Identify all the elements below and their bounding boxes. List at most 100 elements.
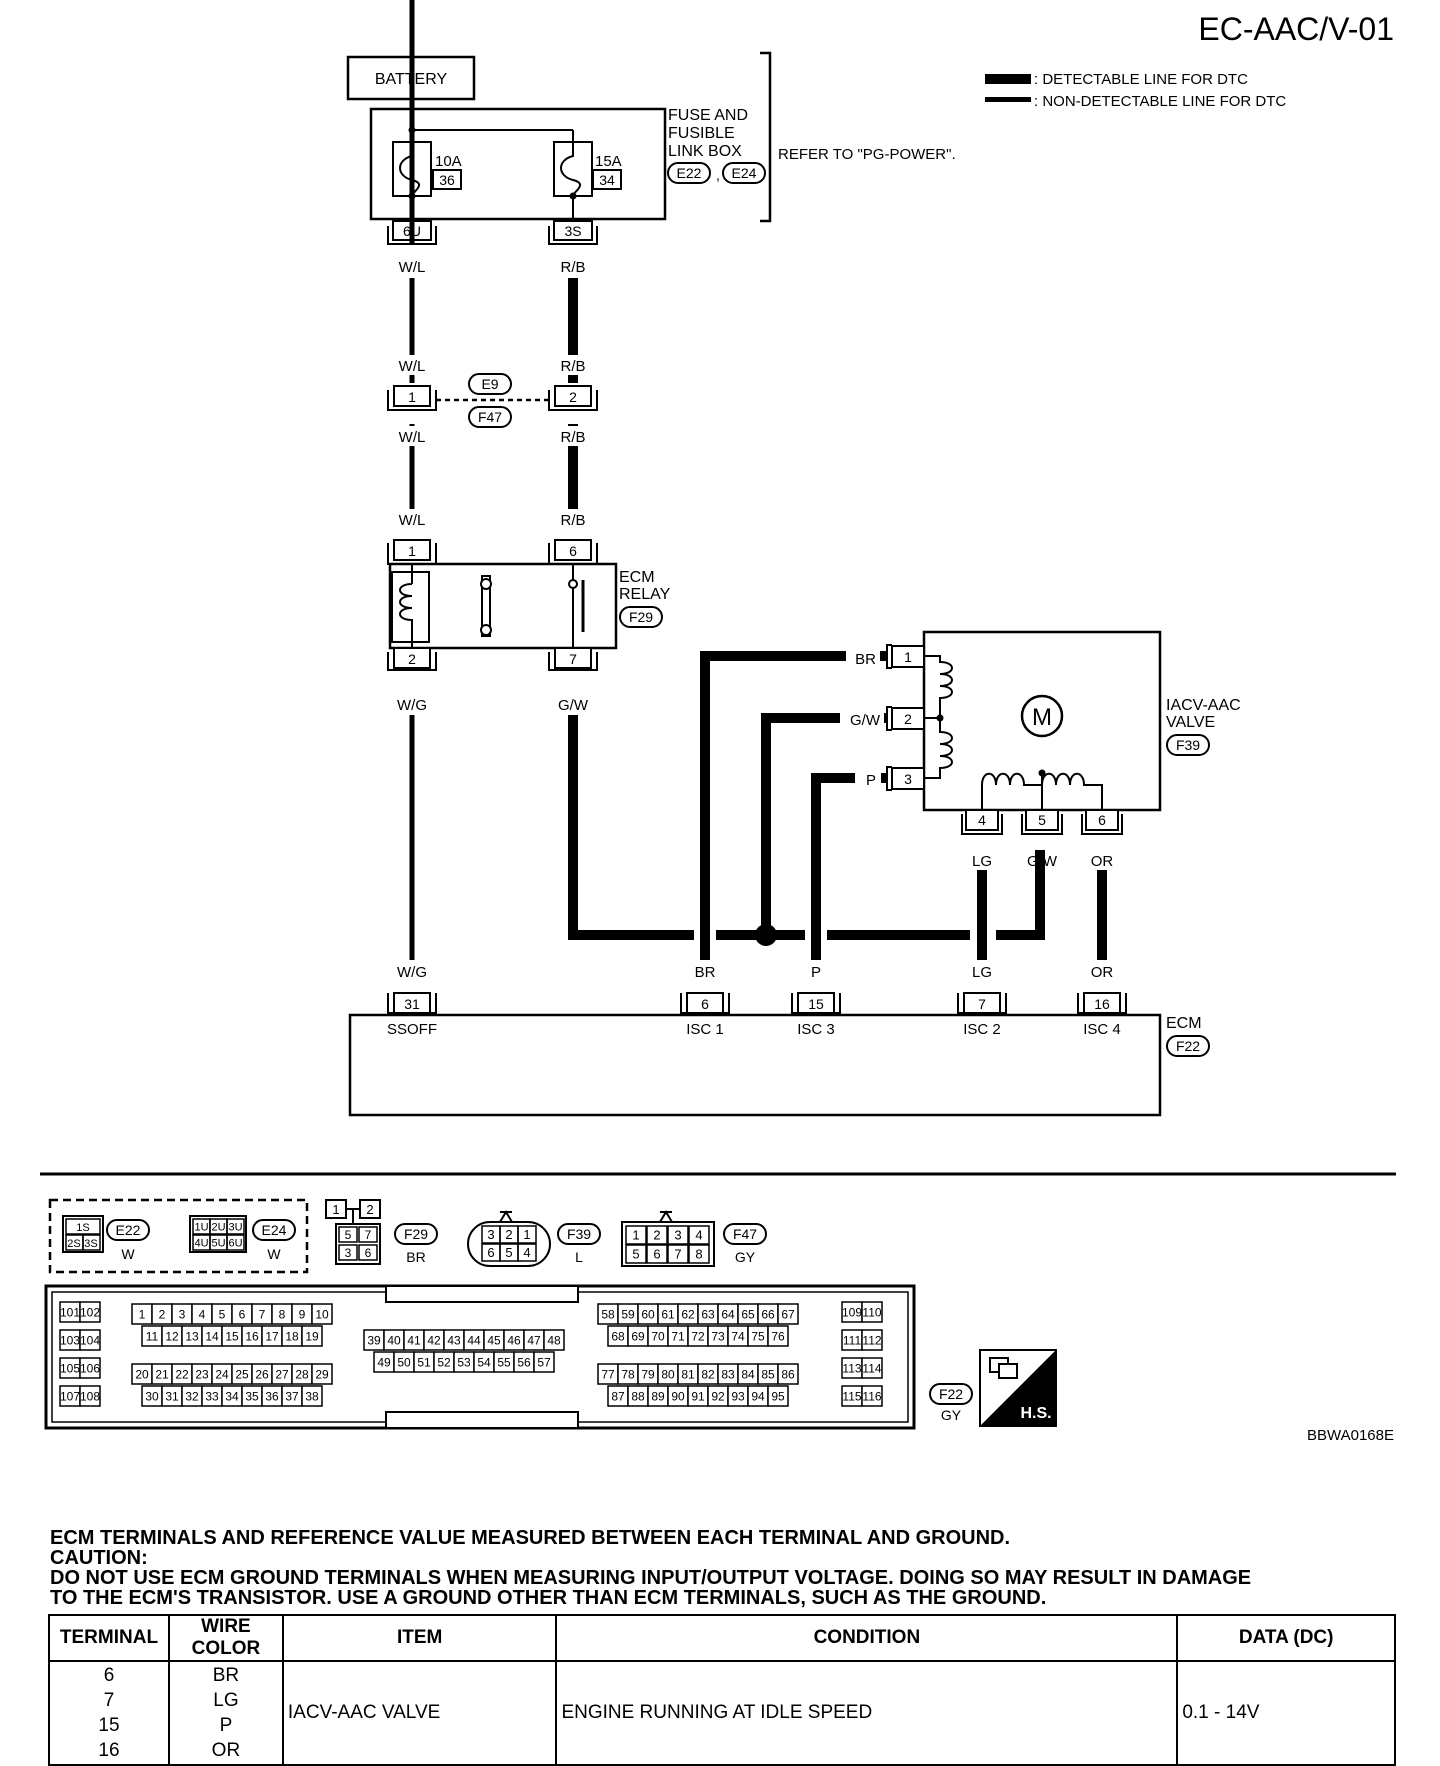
f22-pin-48: 48 (547, 1333, 561, 1347)
joint-conn-e9: E9 (481, 376, 498, 392)
header-condition: CONDITION (555, 1614, 1179, 1662)
e24-pin-1u: 1U (194, 1221, 208, 1233)
f22-pin-113: 113 (842, 1361, 861, 1375)
header-wire-color: WIRE COLOR (167, 1614, 284, 1662)
f22-pin-21: 21 (155, 1367, 169, 1381)
relay-pin-1: 1 (408, 543, 416, 559)
iacv-coil-upper (924, 655, 953, 719)
table-row: 6 7 15 16 BR LG P OR IACV-AAC VALVE ENGI… (48, 1660, 1396, 1766)
ecm-pin-15: 15 (808, 996, 824, 1012)
fuse-left-amps: 10A (435, 153, 462, 170)
f22-pin-94: 94 (751, 1389, 765, 1403)
f22-pin-74: 74 (731, 1329, 745, 1343)
cell-terminals: 6 7 15 16 (48, 1660, 170, 1766)
e24-pin-2u: 2U (211, 1221, 225, 1233)
f29-pin-7: 7 (365, 1228, 372, 1242)
f22-pin-106-box (79, 1357, 101, 1379)
terminal-16: 16 (98, 1740, 120, 1761)
f47-pin-5-box (625, 1244, 647, 1264)
f39-pin-1-box (517, 1225, 537, 1244)
joint-conn-f47: F47 (478, 409, 502, 425)
ecm-term-31: 31 SSOFF (387, 992, 437, 1038)
f39-id: F39 (567, 1226, 591, 1242)
f22-pin-28: 28 (295, 1367, 309, 1381)
f22-pin-2: 2 (159, 1307, 166, 1321)
ecm-term-15: 15 ISC 3 (791, 992, 841, 1038)
terminal-7: 7 (103, 1690, 115, 1711)
f22-pin-84: 84 (741, 1367, 755, 1381)
f22-pin-90: 90 (671, 1389, 685, 1403)
f39-pin-4: 4 (523, 1245, 530, 1260)
f22-pin-42: 42 (427, 1333, 441, 1347)
fuse-box-label-3: LINK BOX (668, 143, 742, 160)
f22-pin-115: 115 (842, 1389, 861, 1403)
wire-label-gw-1: G/W (558, 697, 589, 714)
f22-pin-110: 110 (862, 1305, 881, 1319)
relay-pin-2: 2 (408, 651, 416, 667)
f22-pin-39: 39 (367, 1333, 381, 1347)
f22-pin-85: 85 (761, 1367, 775, 1381)
f22-pin-5: 5 (219, 1307, 226, 1321)
ecm-name-isc4: ISC 4 (1083, 1021, 1121, 1038)
wire-label-lg-1: LG (972, 853, 992, 870)
notes-caution-1: DO NOT USE ECM GROUND TERMINALS WHEN MEA… (50, 1567, 1252, 1589)
f22-pin-60: 60 (641, 1307, 655, 1321)
f22-pin-54: 54 (477, 1355, 491, 1369)
f47-pin-6-box (646, 1244, 668, 1264)
f47-pin-8: 8 (695, 1247, 702, 1262)
terminal-15: 15 (98, 1715, 120, 1736)
f47-pin-3-box (667, 1225, 689, 1245)
f47-pin-1: 1 (632, 1228, 639, 1243)
header-terminal: TERMINAL (48, 1614, 170, 1662)
fuse-box-conn-e24: E24 (732, 165, 757, 181)
f22-pin-76: 76 (771, 1329, 785, 1343)
e22-color: W (121, 1246, 135, 1262)
f22-pin-62: 62 (681, 1307, 695, 1321)
fuse-right-number: 34 (599, 172, 615, 188)
wire-label-or-1: OR (1091, 853, 1114, 870)
f22-pin-58: 58 (601, 1307, 615, 1321)
f22-pin-95: 95 (771, 1389, 785, 1403)
motor-label: M (1032, 704, 1052, 731)
f22-pin-114-box (861, 1357, 883, 1379)
f22-pin-50: 50 (397, 1355, 411, 1369)
wire-label-wg-1: W/G (397, 697, 427, 714)
f39-pin-1: 1 (523, 1227, 530, 1242)
f22-pin-114: 114 (862, 1361, 881, 1375)
f47-pin-8-box (688, 1244, 710, 1264)
wire-color-br: BR (212, 1665, 240, 1686)
f47-pin-1-box (625, 1225, 647, 1245)
e24-color: W (267, 1246, 281, 1262)
f29-id: F29 (404, 1226, 428, 1242)
header-item: ITEM (281, 1614, 558, 1662)
f22-pin-43: 43 (447, 1333, 461, 1347)
f22-pin-29-box (311, 1363, 333, 1385)
f22-pin-4: 4 (199, 1307, 206, 1321)
f22-pin-48-box (543, 1329, 565, 1351)
f22-pin-106: 106 (80, 1361, 100, 1375)
f47-color: GY (735, 1249, 756, 1265)
f22-pin-41: 41 (407, 1333, 421, 1347)
f22-pin-45: 45 (487, 1333, 501, 1347)
f22-pin-102: 102 (80, 1305, 100, 1319)
e22-id: E22 (116, 1222, 141, 1238)
f22-pin-18: 18 (285, 1329, 299, 1343)
f29-pin-3: 3 (345, 1246, 352, 1260)
f22-pin-71: 71 (671, 1329, 685, 1343)
e24-pin-6u: 6U (228, 1237, 242, 1249)
f22-pin-68: 68 (611, 1329, 625, 1343)
f22-pin-34: 34 (225, 1389, 239, 1403)
f22-pin-56: 56 (517, 1355, 531, 1369)
f22-pin-52: 52 (437, 1355, 451, 1369)
iacv-pin-6: 6 (1098, 812, 1106, 828)
f22-pin-63: 63 (701, 1307, 715, 1321)
f22-pin-107: 107 (60, 1389, 80, 1403)
f22-pin-11: 11 (146, 1329, 159, 1343)
f22-pin-36: 36 (265, 1389, 279, 1403)
f47-pin-3: 3 (674, 1228, 681, 1243)
cell-item: IACV-AAC VALVE (281, 1660, 558, 1766)
relay-coil (391, 571, 430, 643)
f22-pin-83: 83 (721, 1367, 735, 1381)
